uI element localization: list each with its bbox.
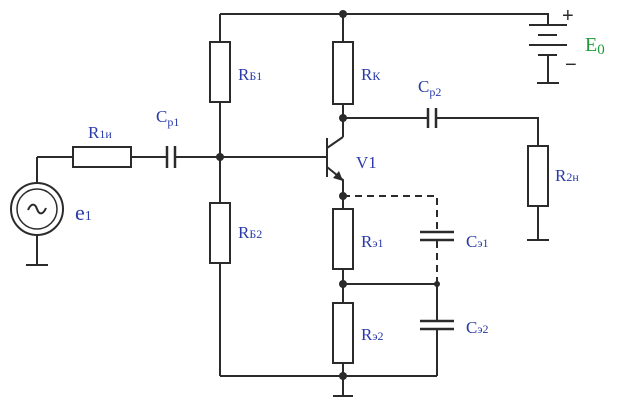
- minus-sign: −: [565, 54, 577, 76]
- resistor-r2n: [527, 145, 549, 241]
- resistor-re2: [332, 302, 354, 397]
- capacitor-ce1: [343, 195, 454, 284]
- plus-sign: +: [562, 5, 574, 27]
- label-rk: RК: [361, 65, 381, 84]
- label-re2: Rэ2: [361, 325, 384, 344]
- label-re1: Rэ1: [361, 232, 384, 251]
- capacitor-ce2: [343, 283, 454, 376]
- label-ce2: Cэ2: [466, 318, 489, 337]
- resistor-rb2: [209, 202, 231, 376]
- junction-dot: [434, 281, 440, 287]
- label-r1i: R1и: [88, 123, 112, 142]
- label-v1: V1: [356, 153, 377, 172]
- battery-e0: [529, 24, 567, 84]
- supply-rail: [220, 13, 549, 24]
- capacitor-cp1: [165, 146, 220, 168]
- resistor-rb1: [209, 14, 231, 207]
- junction-dot: [339, 114, 347, 122]
- label-rb1: RБ1: [238, 65, 262, 84]
- label-ce1: Cэ1: [466, 232, 489, 251]
- source-e1: [10, 156, 73, 266]
- junction-dot: [339, 280, 347, 288]
- label-cp2: Cр2: [418, 77, 441, 99]
- resistor-re1: [332, 196, 354, 303]
- label-rb2: RБ2: [238, 223, 262, 242]
- label-cp1: Cр1: [156, 107, 179, 129]
- label-e1: e1: [75, 200, 92, 225]
- junction-dot: [216, 153, 224, 161]
- transistor-v1: [220, 136, 344, 203]
- junction-dot: [339, 10, 347, 18]
- label-e0: E0: [585, 34, 605, 58]
- junction-dot: [339, 372, 347, 380]
- junction-dot: [339, 192, 347, 200]
- resistor-r1i: [72, 146, 166, 168]
- capacitor-cp2: [343, 108, 539, 146]
- label-r2n: R2н: [555, 166, 579, 185]
